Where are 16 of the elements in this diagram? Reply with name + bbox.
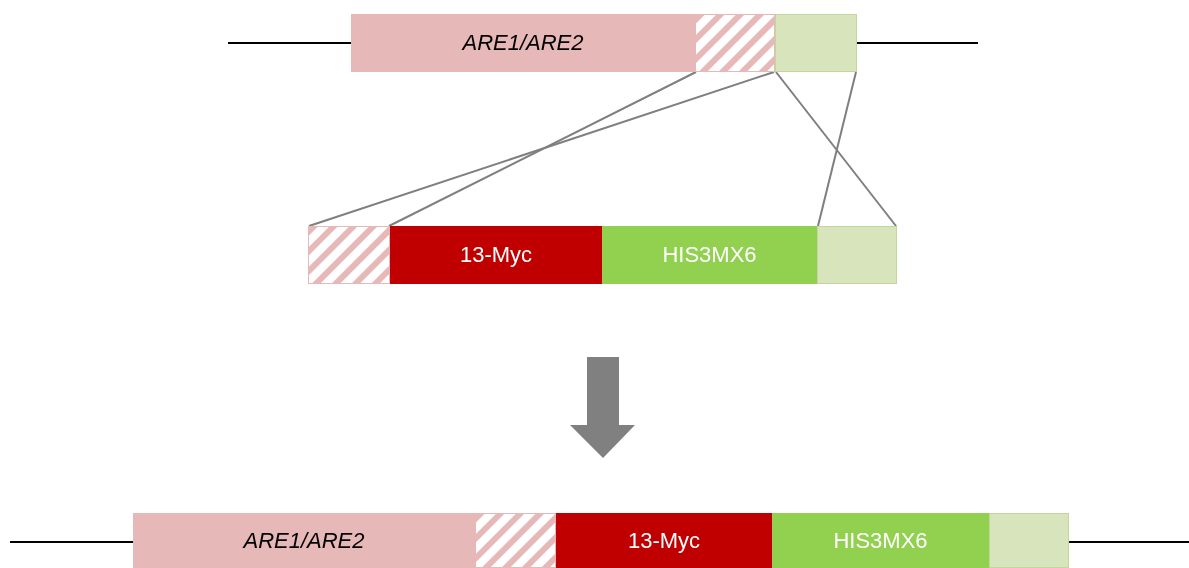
gene-segment: ARE1/ARE2 [351, 14, 695, 72]
connector-line [388, 71, 697, 227]
hatched-segment [475, 513, 556, 568]
connector-line [817, 71, 857, 227]
flanking-segment [989, 513, 1069, 568]
connector-line [308, 71, 775, 227]
hatched-segment [695, 14, 775, 72]
tag-segment: 13-Myc [390, 226, 602, 284]
flanking-segment [775, 14, 857, 72]
marker-segment: HIS3MX6 [772, 513, 989, 568]
flanking-segment [817, 226, 897, 284]
gene-segment: ARE1/ARE2 [133, 513, 475, 568]
hatched-segment [308, 226, 390, 284]
tag-segment: 13-Myc [556, 513, 772, 568]
marker-segment: HIS3MX6 [602, 226, 817, 284]
connector-line [775, 71, 897, 227]
